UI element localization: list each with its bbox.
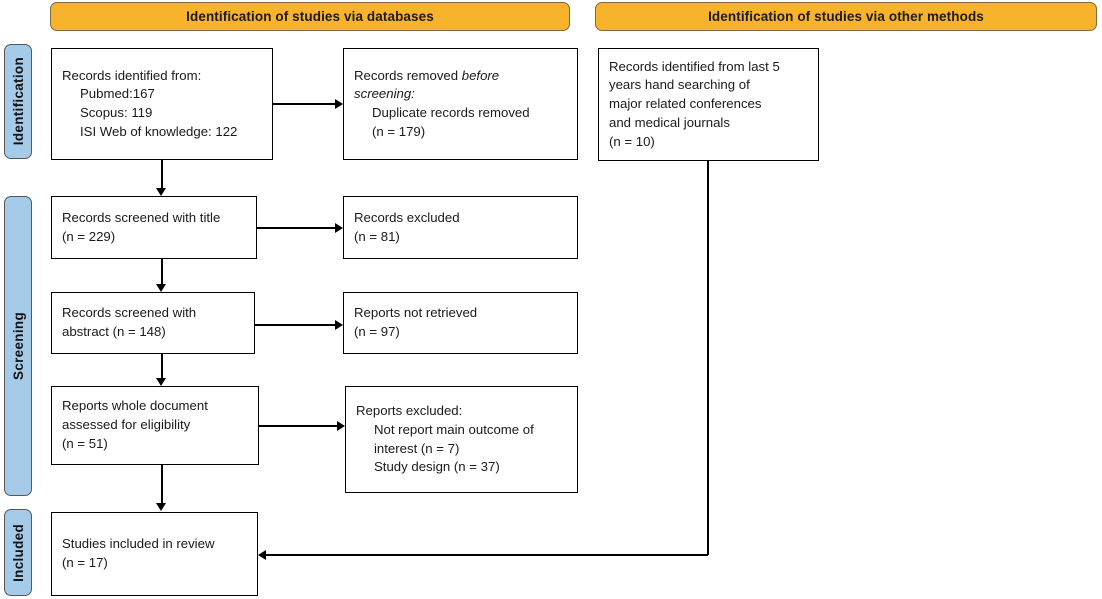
- box-records-screened-title: Records screened with title (n = 229): [51, 196, 257, 259]
- box-reports-assessed-eligibility: Reports whole document assessed for elig…: [51, 386, 259, 465]
- reports-excluded-reason1b: interest (n = 7): [374, 440, 460, 456]
- reports-excluded-reason2: Study design (n = 37): [374, 459, 500, 475]
- screened-abstract-line1: Records screened with: [62, 305, 197, 321]
- screened-title-count: (n = 229): [62, 228, 116, 244]
- other-sources-line3: major related conferences: [609, 96, 762, 112]
- other-sources-line1: Records identified from last 5: [609, 58, 780, 74]
- arrowhead-screened-title-to-excluded: [335, 222, 343, 233]
- arrowhead-eligibility-to-reports-excluded: [337, 420, 345, 431]
- records-removed-line1-italic: before: [461, 67, 500, 83]
- connector-screened-title-to-abstract: [161, 259, 163, 285]
- reports-not-retrieved-count: (n = 97): [354, 324, 400, 339]
- connector-abstract-to-eligibility: [161, 354, 163, 379]
- arrowhead-screened-title-to-abstract: [156, 284, 167, 292]
- eligibility-line2: assessed for eligibility: [62, 417, 191, 433]
- box-reports-not-retrieved: Reports not retrieved (n = 97): [343, 292, 578, 354]
- arrowhead-identified-to-screened-title: [156, 188, 167, 196]
- records-removed-duplicates: Duplicate records removed: [372, 105, 530, 120]
- arrowhead-abstract-to-not-retrieved: [335, 319, 343, 330]
- arrowhead-other-sources-to-included: [258, 549, 266, 560]
- arrowhead-identified-to-removed: [335, 98, 343, 109]
- connector-identified-to-screened-title: [161, 160, 163, 189]
- arrowhead-eligibility-to-included: [156, 503, 167, 511]
- other-sources-line4: and medical journals: [609, 114, 730, 130]
- records-identified-pubmed: Pubmed:167: [80, 86, 155, 102]
- other-sources-count: (n = 10): [609, 133, 655, 149]
- box-records-identified-other-methods: Records identified from last 5 years han…: [598, 48, 819, 161]
- stage-tab-included-label: Included: [10, 523, 26, 582]
- other-sources-line2: years hand searching of: [609, 77, 750, 93]
- records-excluded-line1: Records excluded: [354, 209, 460, 225]
- records-identified-isi: ISI Web of knowledge: 122: [80, 123, 238, 139]
- records-removed-line1: Records removed before: [354, 67, 567, 86]
- records-identified-scopus: Scopus: 119: [80, 105, 153, 120]
- reports-excluded-reason1a: Not report main outcome of: [374, 421, 534, 437]
- connector-other-sources-horizontal: [266, 554, 708, 556]
- records-excluded-count: (n = 81): [354, 228, 400, 244]
- header-identification-via-other-methods: Identification of studies via other meth…: [595, 2, 1097, 31]
- connector-eligibility-to-reports-excluded: [259, 425, 337, 427]
- connector-other-sources-vertical: [707, 161, 709, 555]
- connector-identified-to-removed: [273, 103, 335, 105]
- studies-included-count: (n = 17): [62, 555, 108, 570]
- header-other-methods-label: Identification of studies via other meth…: [708, 9, 984, 24]
- header-databases-label: Identification of studies via databases: [186, 9, 434, 24]
- stage-tab-included: Included: [4, 509, 32, 596]
- stage-tab-identification-label: Identification: [10, 57, 26, 146]
- records-removed-count: (n = 179): [372, 123, 426, 139]
- reports-excluded-line1: Reports excluded:: [356, 403, 463, 419]
- box-studies-included-in-review: Studies included in review (n = 17): [51, 512, 258, 596]
- box-records-excluded: Records excluded (n = 81): [343, 196, 578, 259]
- records-removed-line1-text: Records removed: [354, 67, 462, 83]
- screened-title-line1: Records screened with title: [62, 209, 221, 225]
- box-reports-excluded: Reports excluded: Not report main outcom…: [345, 386, 578, 493]
- connector-screened-title-to-excluded: [257, 227, 335, 229]
- studies-included-line1: Studies included in review: [62, 536, 215, 552]
- eligibility-line1: Reports whole document: [62, 398, 208, 414]
- stage-tab-identification: Identification: [4, 44, 32, 159]
- stage-tab-screening: Screening: [4, 196, 32, 496]
- records-identified-line1: Records identified from:: [62, 67, 202, 83]
- eligibility-count: (n = 51): [62, 435, 108, 451]
- connector-eligibility-to-included: [161, 465, 163, 504]
- reports-not-retrieved-line1: Reports not retrieved: [354, 305, 478, 321]
- connector-abstract-to-not-retrieved: [255, 324, 335, 326]
- screened-abstract-count: abstract (n = 148): [62, 324, 166, 339]
- box-records-removed-before-screening: Records removed before screening: Duplic…: [343, 48, 578, 160]
- records-removed-line2: screening:: [354, 86, 415, 102]
- header-identification-via-databases: Identification of studies via databases: [50, 2, 570, 31]
- arrowhead-abstract-to-eligibility: [156, 378, 167, 386]
- box-records-identified: Records identified from: Pubmed:167 Scop…: [51, 48, 273, 160]
- stage-tab-screening-label: Screening: [10, 312, 26, 380]
- box-records-screened-abstract: Records screened with abstract (n = 148): [51, 292, 255, 354]
